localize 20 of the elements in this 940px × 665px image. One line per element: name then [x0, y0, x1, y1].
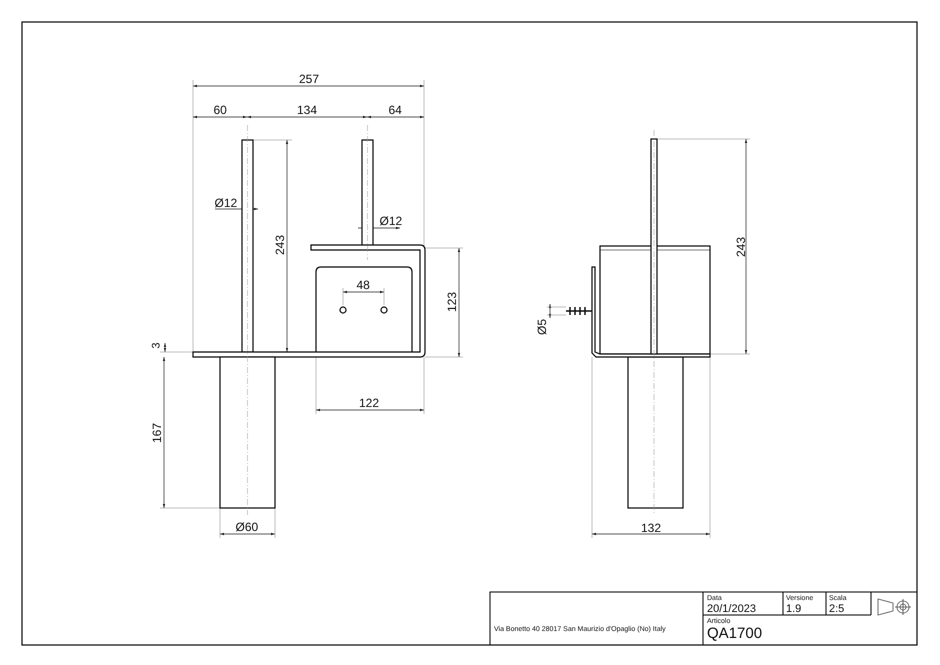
dimension-value: 64: [388, 104, 402, 116]
dimension-value: 3: [152, 342, 163, 348]
dimension-value: 243: [274, 234, 286, 256]
dimension-value: 60: [214, 104, 227, 116]
dimension-value: 48: [356, 279, 370, 291]
dimension-value: 122: [359, 397, 380, 409]
dimension-value: 132: [641, 522, 662, 534]
dimension-value: Ø5: [536, 319, 548, 335]
field-value: 2:5: [829, 604, 844, 614]
article-code: QA1700: [707, 626, 762, 640]
dimension-value: Ø12: [214, 197, 238, 209]
field-value: 1.9: [786, 604, 802, 614]
dimension-value: 134: [297, 104, 318, 116]
dimension-value: Ø12: [380, 215, 402, 227]
dimension-value: 257: [299, 73, 320, 85]
dimension-value: Ø60: [236, 521, 258, 533]
dimension-value: 167: [151, 422, 164, 444]
dimension-value: 243: [735, 236, 748, 258]
dimension-value: 123: [446, 292, 458, 312]
field-value: 20/1/2023: [707, 604, 756, 614]
